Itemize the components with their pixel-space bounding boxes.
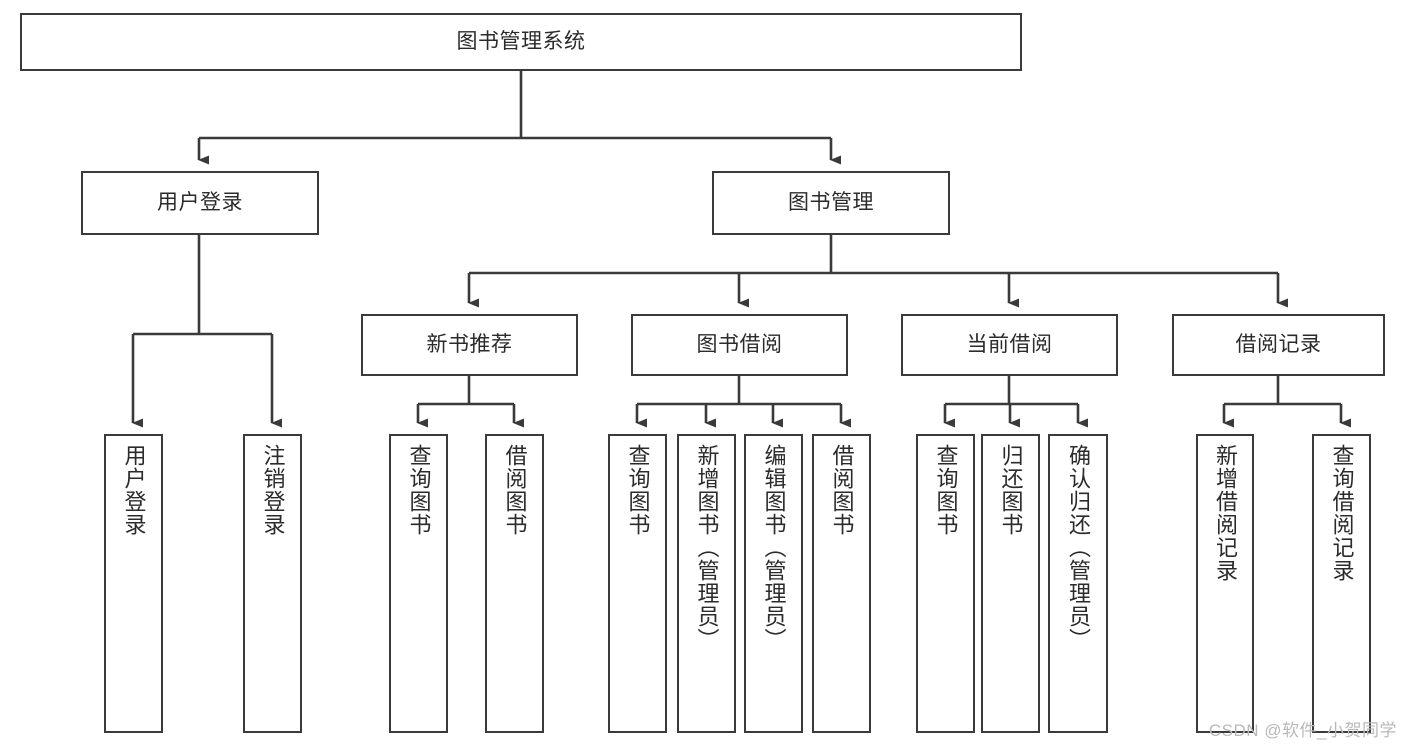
node-current-borrow-label: 当前借阅 <box>966 333 1053 357</box>
leaf-query-book-3-label: 查询图书 <box>933 444 959 536</box>
leaf-add-borrow-record-label: 新增借阅记录 <box>1213 444 1238 582</box>
node-root[interactable]: 图书管理系统 <box>20 13 1022 71</box>
node-user-login-label: 用户登录 <box>157 191 243 215</box>
leaf-query-borrow-record[interactable]: 查询借阅记录 <box>1312 434 1371 733</box>
leaf-user-login-label: 用户登录 <box>121 444 147 536</box>
leaf-add-book[interactable]: 新增图书（管理员） <box>677 434 736 733</box>
node-root-label: 图书管理系统 <box>456 30 586 54</box>
node-user-login[interactable]: 用户登录 <box>81 171 319 235</box>
leaf-add-book-label: 新增图书（管理员） <box>694 444 720 651</box>
leaf-edit-book-label: 编辑图书（管理员） <box>761 444 787 651</box>
node-book-borrow-label: 图书借阅 <box>696 333 783 357</box>
leaf-borrow-book-1-label: 借阅图书 <box>502 444 528 536</box>
node-borrow-record[interactable]: 借阅记录 <box>1172 314 1385 376</box>
leaf-user-logout[interactable]: 注销登录 <box>243 434 302 733</box>
leaf-query-book-2-label: 查询图书 <box>625 444 651 536</box>
node-book-borrow[interactable]: 图书借阅 <box>631 314 848 376</box>
leaf-confirm-return-label: 确认归还（管理员） <box>1066 444 1091 651</box>
node-new-book-recommendation[interactable]: 新书推荐 <box>361 314 578 376</box>
csdn-watermark: CSDN @软件_小贺同学 <box>1208 721 1397 740</box>
node-book-management-label: 图书管理 <box>788 191 874 215</box>
leaf-query-book-1-label: 查询图书 <box>406 444 432 536</box>
leaf-confirm-return[interactable]: 确认归还（管理员） <box>1048 434 1108 733</box>
node-current-borrow[interactable]: 当前借阅 <box>901 314 1118 376</box>
leaf-borrow-book-2-label: 借阅图书 <box>829 444 855 536</box>
leaf-query-borrow-record-label: 查询借阅记录 <box>1329 444 1355 582</box>
leaf-return-book-label: 归还图书 <box>998 444 1024 536</box>
leaf-user-login[interactable]: 用户登录 <box>104 434 163 733</box>
leaf-add-borrow-record[interactable]: 新增借阅记录 <box>1196 434 1254 733</box>
leaf-borrow-book-2[interactable]: 借阅图书 <box>812 434 871 733</box>
node-borrow-record-label: 借阅记录 <box>1235 333 1322 357</box>
leaf-query-book-2[interactable]: 查询图书 <box>608 434 667 733</box>
leaf-return-book[interactable]: 归还图书 <box>981 434 1040 733</box>
node-new-book-recommendation-label: 新书推荐 <box>426 333 513 357</box>
node-book-management[interactable]: 图书管理 <box>712 171 950 235</box>
leaf-edit-book[interactable]: 编辑图书（管理员） <box>744 434 803 733</box>
leaf-user-logout-label: 注销登录 <box>260 444 286 536</box>
leaf-borrow-book-1[interactable]: 借阅图书 <box>485 434 544 733</box>
leaf-query-book-3[interactable]: 查询图书 <box>916 434 975 733</box>
leaf-query-book-1[interactable]: 查询图书 <box>389 434 448 733</box>
